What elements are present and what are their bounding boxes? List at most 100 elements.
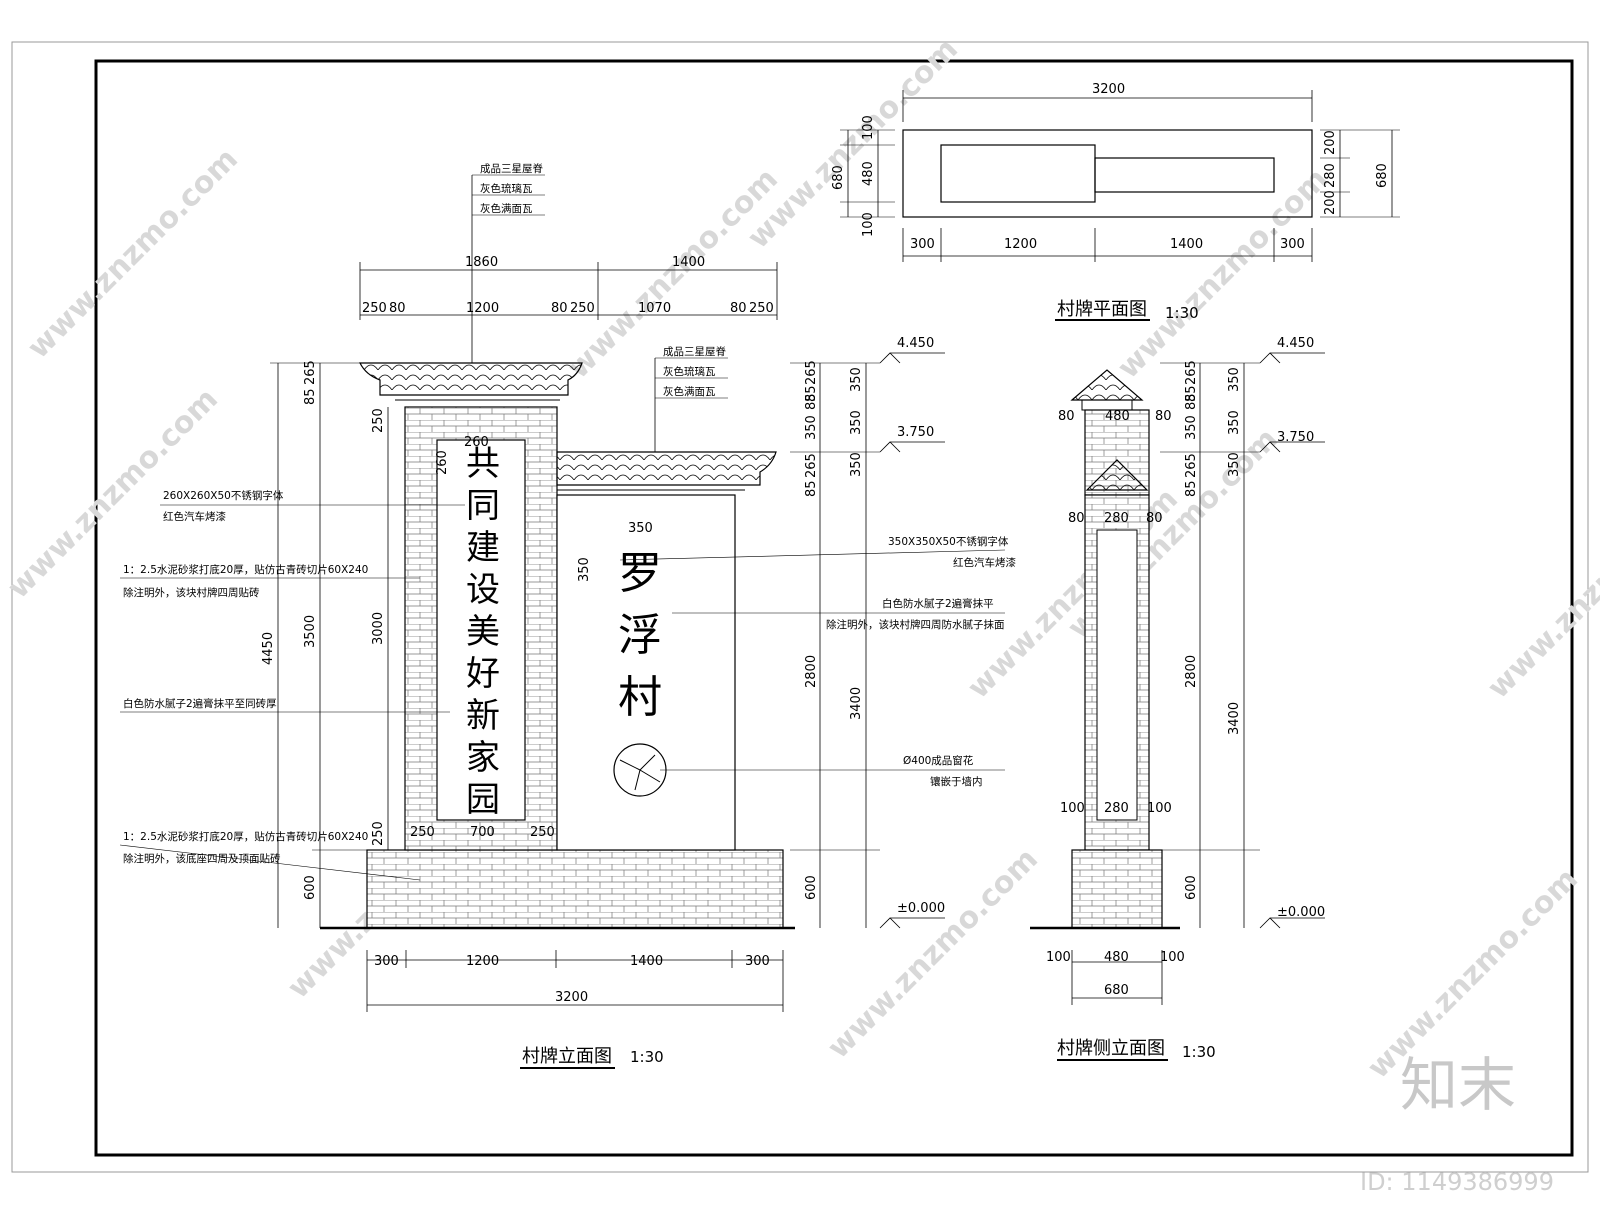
dim-text: 250 bbox=[570, 301, 595, 316]
dim-text: 1400 bbox=[672, 255, 705, 270]
side-cap-lower bbox=[1085, 459, 1149, 491]
level-text: 4.450 bbox=[1277, 336, 1314, 351]
dim-text: 100 bbox=[1060, 801, 1085, 816]
dim-text: 300 bbox=[910, 237, 935, 252]
side-roof bbox=[556, 451, 777, 486]
dim-text: 280 bbox=[1104, 511, 1129, 526]
dim-text: 3200 bbox=[555, 990, 588, 1005]
plan-pillar bbox=[940, 144, 1096, 203]
slogan-char: 好 bbox=[466, 654, 500, 694]
dim-text: 100 bbox=[861, 115, 876, 140]
dim-text: 85 bbox=[804, 393, 819, 410]
slogan-char: 美 bbox=[466, 612, 500, 652]
dim-text: 80 bbox=[730, 301, 747, 316]
roof-label: 灰色满面瓦 bbox=[480, 202, 533, 215]
village-char: 村 bbox=[618, 672, 662, 723]
dim-text: 350 bbox=[849, 367, 864, 392]
dim-text: 100 bbox=[1046, 950, 1071, 965]
dim-text: 2800 bbox=[1184, 655, 1199, 688]
side-base bbox=[1071, 849, 1163, 929]
watermark-site: www.znzmo.com bbox=[1111, 162, 1335, 386]
inner-frame bbox=[94, 59, 1574, 1157]
dim-text: 350 bbox=[1227, 452, 1242, 477]
village-panel bbox=[556, 494, 736, 851]
dim-text: 85 bbox=[303, 388, 318, 405]
dim-text: 85 bbox=[1184, 393, 1199, 410]
dim-text: 600 bbox=[303, 875, 318, 900]
slogan-char: 设 bbox=[466, 570, 500, 610]
dim-text: 3400 bbox=[849, 687, 864, 720]
note-text: 镶嵌于墙内 bbox=[930, 775, 983, 788]
char-dim: 350 bbox=[577, 557, 592, 582]
dim-text: 80 bbox=[1058, 409, 1075, 424]
slogan-char: 新 bbox=[466, 696, 500, 736]
watermark-site: www.znzmo.com bbox=[1481, 482, 1600, 706]
dim-text: 265 bbox=[804, 360, 819, 385]
dim-text: 300 bbox=[1280, 237, 1305, 252]
dim-text: 250 bbox=[530, 825, 555, 840]
note-text: 260X260X50不锈钢字体 bbox=[163, 489, 284, 502]
dim-text: 600 bbox=[1184, 875, 1199, 900]
watermark-site: www.znzmo.com bbox=[821, 842, 1045, 1066]
dim-text: 350 bbox=[1227, 410, 1242, 435]
elevation-texts: 共 同 建 设 美 好 新 家 园 罗 浮 村 1860 1400 250 80… bbox=[123, 162, 1016, 1067]
dim-text: 85 bbox=[804, 385, 819, 402]
dim-text: 2800 bbox=[804, 655, 819, 688]
slogan-char: 园 bbox=[466, 780, 500, 820]
watermark-layer: www.znzmo.com www.znzmo.com www.znzmo.co… bbox=[1, 32, 1600, 1196]
dim-text: 265 bbox=[1184, 453, 1199, 478]
note-text: 白色防水腻子2遍膏抹平至同砖厚 bbox=[123, 697, 277, 710]
roof-label: 成品三星屋脊 bbox=[663, 345, 726, 358]
level-text: ±0.000 bbox=[897, 901, 945, 916]
dim-text: 680 bbox=[831, 165, 846, 190]
dim-text: 200 bbox=[1323, 190, 1338, 215]
plan-title: 村牌平面图 bbox=[1057, 299, 1147, 320]
watermark-id: ID: 1149386999 bbox=[1360, 1168, 1554, 1196]
dim-text: 350 bbox=[1227, 367, 1242, 392]
dim-text: 680 bbox=[1104, 983, 1129, 998]
roof-label: 灰色琉璃瓦 bbox=[480, 182, 533, 195]
dim-text: 300 bbox=[745, 954, 770, 969]
side-view bbox=[1030, 352, 1325, 1061]
dim-text: 100 bbox=[1147, 801, 1172, 816]
level-text: ±0.000 bbox=[1277, 905, 1325, 920]
dim-text: 250 bbox=[371, 408, 386, 433]
dim-text: 3000 bbox=[371, 612, 386, 645]
dim-text: 250 bbox=[371, 821, 386, 846]
dim-text: 250 bbox=[410, 825, 435, 840]
dim-text: 1200 bbox=[466, 301, 499, 316]
dim-text: 1400 bbox=[630, 954, 663, 969]
outer-frame bbox=[11, 41, 1589, 1173]
watermark-brand: 知末 bbox=[1400, 1051, 1516, 1119]
note-text: 白色防水腻子2遍膏抹平 bbox=[882, 597, 994, 610]
side-title: 村牌侧立面图 bbox=[1057, 1038, 1165, 1059]
char-dim: 260 bbox=[435, 450, 450, 475]
roof-label: 成品三星屋脊 bbox=[480, 162, 543, 175]
base-plinth bbox=[366, 849, 784, 929]
level-text: 3.750 bbox=[1277, 430, 1314, 445]
plan-outline bbox=[902, 129, 1313, 218]
dim-text: 80 bbox=[551, 301, 568, 316]
elevation-view bbox=[119, 174, 1006, 1069]
dim-text: 80 bbox=[389, 301, 406, 316]
plan-texts: 3200 300 1200 1400 300 100 480 100 680 2… bbox=[831, 82, 1390, 322]
dim-text: 350 bbox=[1184, 415, 1199, 440]
dim-text: 85 bbox=[804, 480, 819, 497]
slogan-char: 同 bbox=[466, 486, 500, 526]
note-text: 除注明外，该底座四周及顶面贴砖 bbox=[123, 852, 281, 865]
note-text: 除注明外，该块村牌四周贴砖 bbox=[123, 586, 260, 599]
dim-text: 600 bbox=[804, 875, 819, 900]
note-text: 1：2.5水泥砂浆打底20厚，贴仿古青砖切片60X240 bbox=[123, 830, 368, 843]
dim-text: 100 bbox=[861, 212, 876, 237]
plan-scale: 1:30 bbox=[1165, 304, 1199, 322]
roof-label: 灰色琉璃瓦 bbox=[663, 365, 716, 378]
dim-text: 700 bbox=[470, 825, 495, 840]
note-text: Ø400成品窗花 bbox=[903, 754, 974, 767]
plan-view bbox=[840, 90, 1400, 321]
level-text: 3.750 bbox=[897, 425, 934, 440]
dim-text: 4450 bbox=[261, 632, 276, 665]
dim-text: 680 bbox=[1375, 163, 1390, 188]
elevation-title: 村牌立面图 bbox=[522, 1046, 612, 1067]
elevation-scale: 1:30 bbox=[630, 1048, 664, 1066]
